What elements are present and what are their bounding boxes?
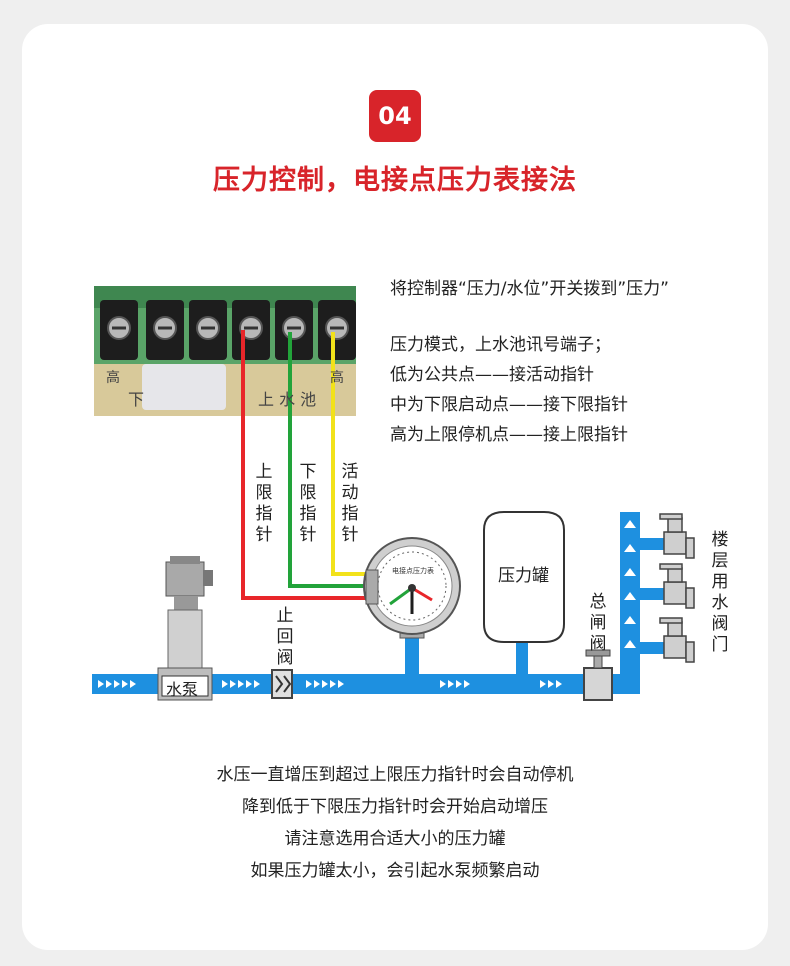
note-line-4: 如果压力罐太小，会引起水泵频繁启动 bbox=[250, 861, 540, 881]
red-wire bbox=[241, 330, 366, 600]
instruction-line-5: 高为上限停机点——接上限指针 bbox=[390, 425, 628, 445]
content-card bbox=[22, 24, 768, 950]
yellow-wire bbox=[331, 332, 366, 576]
terminal-label-lower: 下 bbox=[128, 390, 145, 409]
green-wire bbox=[288, 332, 366, 588]
note-line-3: 请注意选用合适大小的压力罐 bbox=[284, 829, 506, 849]
label-lower-pointer: 下限指针 bbox=[299, 462, 317, 545]
page-title: 压力控制，电接点压力表接法 bbox=[213, 165, 577, 196]
instruction-line-1: 将控制器“压力/水位”开关拨到”压力” bbox=[390, 279, 669, 299]
label-check-valve: 止回阀 bbox=[276, 606, 294, 668]
label-moving-pointer: 活动指针 bbox=[341, 462, 359, 545]
terminal-top-right-char: 高 bbox=[330, 370, 344, 386]
step-badge: 04 bbox=[369, 90, 421, 142]
instruction-line-3: 低为公共点——接活动指针 bbox=[390, 365, 594, 385]
label-floor-valves: 楼层用水阀门 bbox=[711, 530, 729, 655]
pressure-gauge bbox=[363, 537, 461, 639]
gauge-label: 电接点压力表 bbox=[392, 567, 434, 575]
terminal-block bbox=[94, 286, 356, 416]
instruction-line-2: 压力模式，上水池讯号端子； bbox=[390, 335, 611, 355]
floor-valves bbox=[659, 513, 695, 663]
main-gate-valve bbox=[583, 649, 613, 701]
note-line-1: 水压一直增压到超过上限压力指针时会自动停机 bbox=[216, 765, 574, 785]
label-upper-pointer: 上限指针 bbox=[255, 462, 273, 545]
water-pump bbox=[157, 556, 213, 701]
note-line-2: 降到低于下限压力指针时会开始启动增压 bbox=[242, 797, 548, 817]
label-pressure-tank: 压力罐 bbox=[498, 566, 549, 586]
pressure-tank bbox=[483, 511, 565, 643]
main-pipe bbox=[92, 512, 666, 694]
label-main-valve: 总闸阀 bbox=[589, 592, 607, 654]
instruction-line-4: 中为下限启动点——接下限指针 bbox=[390, 395, 628, 415]
check-valve bbox=[271, 669, 293, 699]
label-pump: 水泵 bbox=[166, 680, 199, 699]
terminal-label-upper-pool: 上 水 池 bbox=[258, 390, 317, 409]
terminal-top-left-char: 高 bbox=[106, 370, 120, 386]
